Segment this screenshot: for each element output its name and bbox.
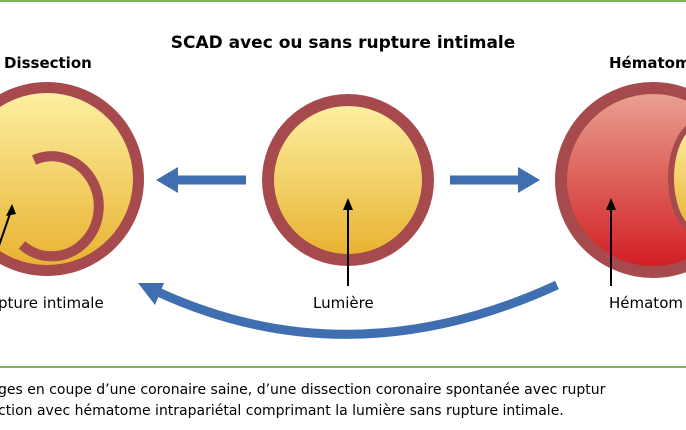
diagram-title: SCAD avec ou sans rupture intimale	[170, 33, 516, 53]
hematoma-vessel	[555, 82, 686, 286]
bottom-divider	[0, 366, 686, 368]
hematoma-label: Hématom	[609, 294, 683, 312]
caption-line-2: ction avec hématome intrapariétal compri…	[0, 403, 564, 419]
left-pointer-line	[0, 207, 13, 246]
caption-line-1: ges en coupe d’une coronaire saine, d’un…	[0, 382, 606, 398]
arrow-hematoma-to-dissection	[156, 280, 559, 339]
dissection-heading: Dissection	[4, 54, 92, 72]
top-divider	[0, 0, 686, 2]
scad-diagram	[0, 82, 686, 339]
dissection-vessel	[0, 82, 144, 276]
healthy-vessel	[262, 94, 434, 286]
hematoma-heading: Hématome	[609, 54, 686, 72]
figure-caption: ges en coupe d’une coronaire saine, d’un…	[0, 380, 686, 422]
arrows	[138, 167, 559, 339]
lumen-label: Lumière	[313, 294, 374, 312]
intimal-rupture-label: pture intimale	[0, 294, 104, 312]
